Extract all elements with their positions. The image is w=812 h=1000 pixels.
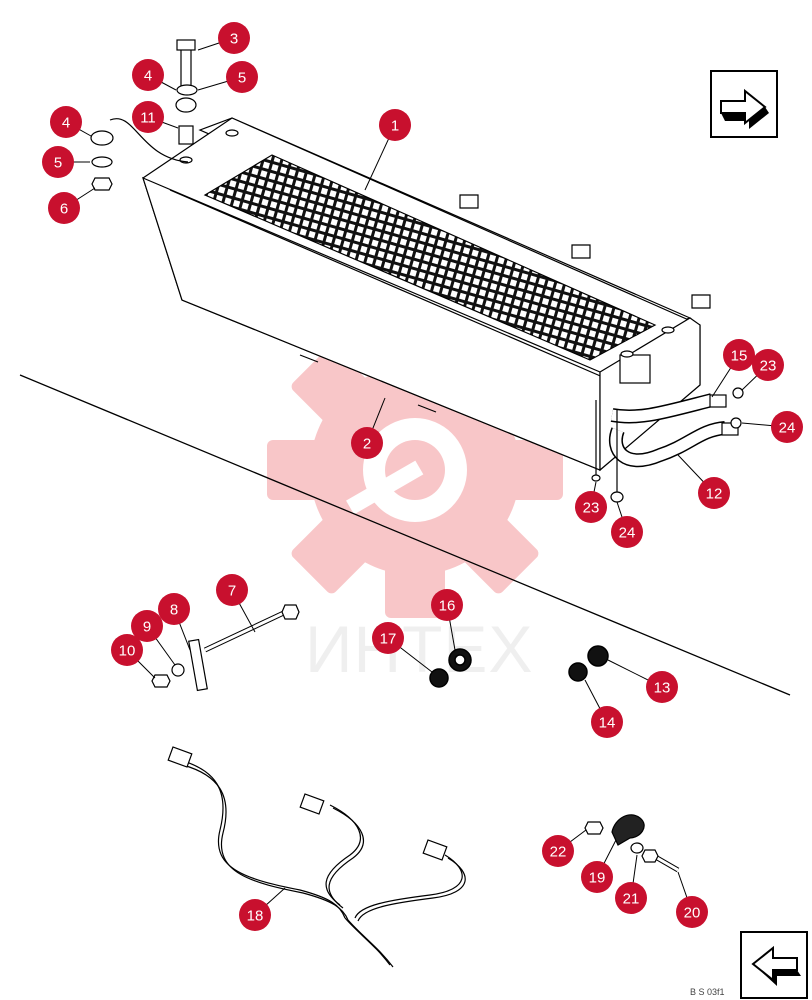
- callout-badge-23: 23: [575, 491, 607, 523]
- callout-circle: [158, 593, 190, 625]
- prev-page-arrow-icon[interactable]: [740, 931, 808, 999]
- next-page-arrow-icon[interactable]: [710, 70, 778, 138]
- callout-label: 8: [170, 602, 178, 619]
- divider-line: [19, 374, 791, 696]
- callout-badge-7: 7: [216, 574, 248, 606]
- callout-badge-10: 10: [111, 634, 143, 666]
- callout-label: 7: [228, 583, 236, 600]
- callout-circle: [542, 835, 574, 867]
- callout-circle: [216, 574, 248, 606]
- callout-label: 2: [363, 436, 371, 453]
- callout-label: 18: [247, 908, 264, 925]
- callout-label: 23: [760, 358, 777, 375]
- callout-label: 4: [62, 115, 70, 132]
- callout-circle: [131, 610, 163, 642]
- drawing-code: B S 03f1: [690, 987, 725, 997]
- callout-circle: [218, 22, 250, 54]
- wire-harness: [167, 746, 466, 968]
- callout-badge-2: 2: [351, 427, 383, 459]
- callout-circle: [771, 411, 803, 443]
- callout-label: 5: [54, 155, 62, 172]
- callout-label: 9: [143, 619, 151, 636]
- callout-circle: [591, 706, 623, 738]
- mounting-hardware: [90, 39, 198, 191]
- callout-badge-5: 5: [226, 61, 258, 93]
- callout-label: 14: [599, 715, 616, 732]
- callout-badge-14: 14: [591, 706, 623, 738]
- callout-circle: [351, 427, 383, 459]
- callout-badge-9: 9: [131, 610, 163, 642]
- callout-circle: [581, 861, 613, 893]
- callout-label: 12: [706, 486, 723, 503]
- callout-badge-22: 22: [542, 835, 574, 867]
- callout-badge-4: 4: [50, 106, 82, 138]
- callout-label: 24: [779, 420, 796, 437]
- callout-badge-4: 4: [132, 59, 164, 91]
- heater-core-assembly: [142, 117, 711, 472]
- callout-circle: [111, 634, 143, 666]
- callout-badge-13: 13: [646, 671, 678, 703]
- callout-label: 20: [684, 905, 701, 922]
- callout-circle: [431, 589, 463, 621]
- callout-circle: [575, 491, 607, 523]
- callout-badge-12: 12: [698, 477, 730, 509]
- hose-assembly: [591, 387, 744, 503]
- callout-label: 3: [230, 31, 238, 48]
- grommets: [429, 645, 609, 688]
- callout-label: 5: [238, 70, 246, 87]
- callout-label: 10: [119, 643, 136, 660]
- callout-label: 24: [619, 525, 636, 542]
- callout-label: 1: [391, 118, 399, 135]
- callout-circle: [132, 101, 164, 133]
- callout-badge-6: 6: [48, 192, 80, 224]
- clamp-set: [584, 814, 680, 873]
- callout-badge-11: 11: [132, 101, 164, 133]
- callout-label: 16: [439, 598, 456, 615]
- bracket-bolt-set: [151, 604, 300, 692]
- callout-label: 22: [550, 844, 567, 861]
- callout-circle: [132, 59, 164, 91]
- callout-label: 13: [654, 680, 671, 697]
- callout-circle: [239, 899, 271, 931]
- callout-badge-18: 18: [239, 899, 271, 931]
- callout-circle: [615, 882, 647, 914]
- callout-circle: [698, 477, 730, 509]
- callout-circle: [379, 109, 411, 141]
- callout-circle: [48, 192, 80, 224]
- watermark-text: ИНТЕХ: [305, 612, 533, 686]
- callout-badge-24: 24: [771, 411, 803, 443]
- callout-label: 17: [380, 631, 397, 648]
- callout-circle: [723, 339, 755, 371]
- callout-circle: [752, 349, 784, 381]
- callout-badge-24: 24: [611, 516, 643, 548]
- callout-badge-8: 8: [158, 593, 190, 625]
- callout-badge-17: 17: [372, 622, 404, 654]
- callout-label: 19: [589, 870, 606, 887]
- callout-label: 15: [731, 348, 748, 365]
- callout-circle: [50, 106, 82, 138]
- callout-circle: [611, 516, 643, 548]
- callout-badge-3: 3: [218, 22, 250, 54]
- callout-label: 6: [60, 201, 68, 218]
- callout-badge-20: 20: [676, 896, 708, 928]
- callout-label: 23: [583, 500, 600, 517]
- callout-badge-16: 16: [431, 589, 463, 621]
- callout-circle: [42, 146, 74, 178]
- callout-circle: [372, 622, 404, 654]
- callout-label: 21: [623, 891, 640, 908]
- callout-badge-23: 23: [752, 349, 784, 381]
- callout-badge-19: 19: [581, 861, 613, 893]
- callout-badge-1: 1: [379, 109, 411, 141]
- callout-circle: [646, 671, 678, 703]
- callout-badge-21: 21: [615, 882, 647, 914]
- callout-label: 11: [140, 110, 156, 127]
- callout-badge-5: 5: [42, 146, 74, 178]
- callout-circle: [226, 61, 258, 93]
- callout-label: 4: [144, 68, 152, 85]
- callout-circle: [676, 896, 708, 928]
- callout-badge-15: 15: [723, 339, 755, 371]
